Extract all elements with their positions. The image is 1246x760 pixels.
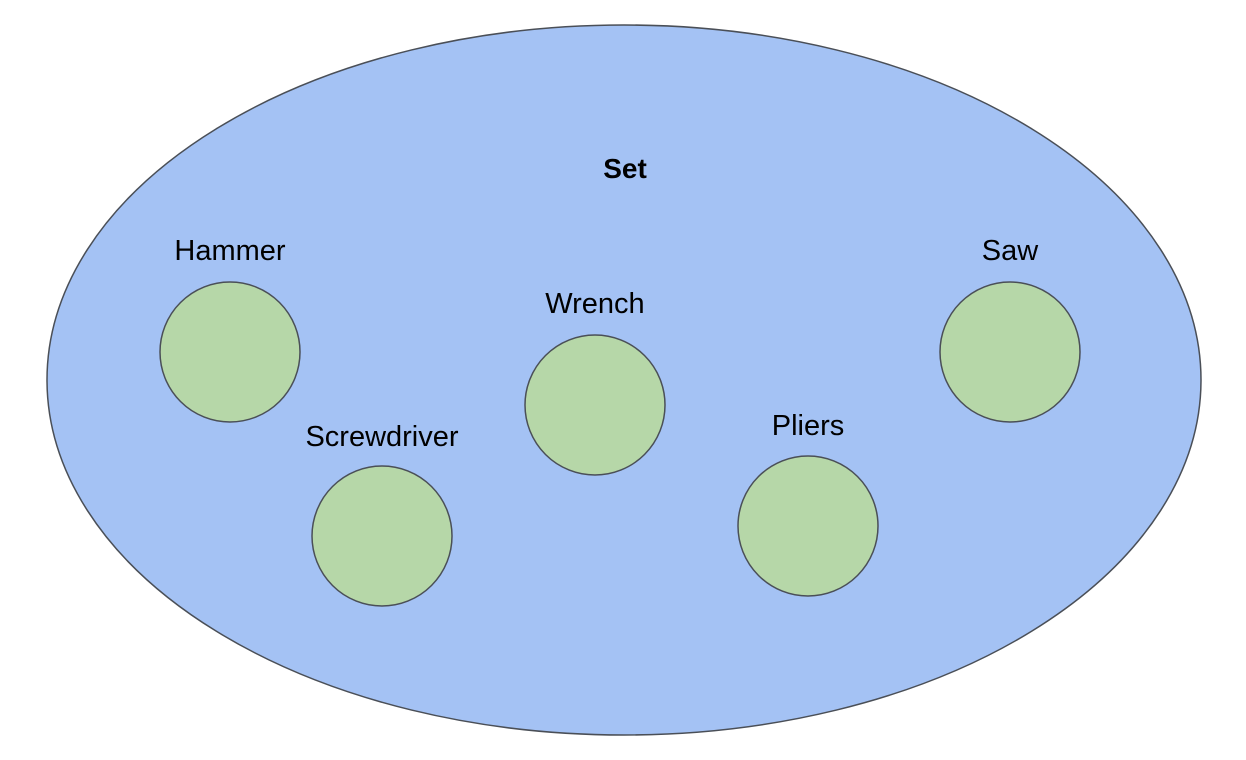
set-label: Set	[603, 153, 647, 184]
element-circle-wrench	[524, 334, 666, 476]
element-label-screwdriver: Screwdriver	[305, 421, 458, 453]
element-circle-saw	[939, 281, 1081, 423]
element-circle-pliers	[737, 455, 879, 597]
element-label-saw: Saw	[982, 235, 1039, 267]
element-label-wrench: Wrench	[545, 288, 644, 320]
element-label-pliers: Pliers	[772, 410, 845, 442]
element-circle-screwdriver	[311, 465, 453, 607]
element-label-hammer: Hammer	[174, 235, 286, 267]
element-circle-hammer	[159, 281, 301, 423]
